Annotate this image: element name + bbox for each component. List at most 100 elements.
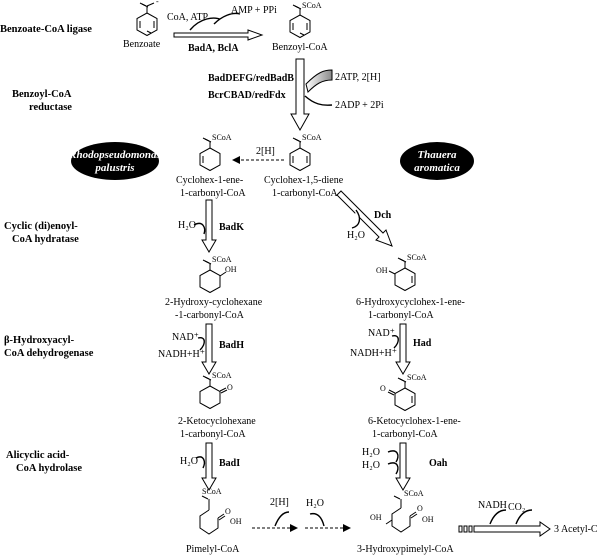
cofactor-h2o: H₂O <box>178 220 196 231</box>
cofactor-2h: 2[H] <box>256 146 275 157</box>
enzyme-oah: Oah <box>429 458 448 469</box>
cofactor-2h: 2[H] <box>270 497 289 508</box>
cofactor-h2o: H₂O <box>306 498 324 509</box>
organism-name-line2: aromatica <box>414 162 460 174</box>
compound-keto-left-line1: 2-Ketocyclohexane <box>178 416 256 427</box>
compound-hydroxy-left-line1: 2-Hydroxy-cyclohexane <box>165 297 263 308</box>
substituent-oh: OH <box>422 515 434 524</box>
keto-right-structure: SCoA O <box>380 373 427 412</box>
substituent-o: O <box>227 383 233 392</box>
enzyme-badi: BadI <box>219 458 240 469</box>
substituent-scoa: SCoA <box>404 489 424 498</box>
hydroxypimelyl-structure: SCoA OH O OH <box>370 489 434 533</box>
cofactor-nad: NAD⁺ <box>172 332 199 343</box>
enzyme-bada-bcla: BadA, BclA <box>188 43 239 54</box>
organism-badge-rhodopseudomonas: Rhodopseudomonas palustris <box>68 142 161 180</box>
hydroxy-right-structure: SCoA OH <box>376 253 427 292</box>
hydroxy-left-structure: SCoA OH <box>199 255 237 294</box>
compound-benzoyl-coa: Benzoyl-CoA <box>272 42 328 53</box>
cofactor-h2o: H₂O <box>362 447 380 458</box>
compound-cyclohexene-line2: 1-carbonyl-CoA <box>180 188 246 199</box>
enzyme-badh: BadH <box>219 340 244 351</box>
cofactor-nadh: NADH+H⁺ <box>350 348 397 359</box>
cofactor-co2: CO₂ <box>508 502 525 513</box>
compound-cyclohexadiene-line2: 1-carbonyl-CoA <box>272 188 338 199</box>
step-label-dehydrogenase-line2: CoA dehydrogenase <box>4 348 94 359</box>
dashed-arrow-2h <box>252 511 298 532</box>
cofactor-coa-atp: CoA, ATP <box>167 12 209 23</box>
cofactor-h2o: H₂O <box>362 460 380 471</box>
step-label-hydrolase-line1: Alicyclic acid- <box>6 450 70 461</box>
organism-badge-thauera: Thauera aromatica <box>400 142 474 180</box>
pimelyl-structure: SCoA O OH <box>199 487 242 535</box>
compound-hydroxy-right-line1: 6-Hydroxycyclohex-1-ene- <box>356 297 465 308</box>
carboxylate-charge: - <box>156 0 159 6</box>
dch-arrow <box>336 190 393 247</box>
substituent-scoa: SCoA <box>407 253 427 262</box>
badk-arrow <box>193 199 217 253</box>
compound-keto-right-line2: 1-carbonyl-CoA <box>372 429 438 440</box>
substituent-o: O <box>380 384 386 393</box>
organism-name-line1: Thauera <box>417 149 457 161</box>
substituent-oh: OH <box>376 266 388 275</box>
keto-left-structure: SCoA O <box>199 371 233 410</box>
compound-cyclohexadiene-line1: Cyclohex-1,5-diene <box>264 175 344 186</box>
substituent-o: O <box>225 507 231 516</box>
organism-name-line1: Rhodopseudomonas <box>68 149 161 161</box>
cofactor-nad: NAD⁺ <box>368 328 395 339</box>
substituent-o: O <box>417 504 423 513</box>
compound-hydroxy-left-line2: -1-carbonyl-CoA <box>175 310 245 321</box>
badh-arrow <box>197 323 217 375</box>
cofactor-amp-ppi: AMP + PPi <box>231 5 277 16</box>
substituent-scoa: SCoA <box>212 133 232 142</box>
cofactor-h2o: H₂O <box>180 456 198 467</box>
had-arrow <box>391 323 411 375</box>
dashed-arrow-h2o <box>305 512 351 532</box>
step-label-hydratase-line2: CoA hydratase <box>12 234 79 245</box>
substituent-scoa: SCoA <box>212 255 232 264</box>
ligase-arrow <box>173 12 264 41</box>
benzoate-structure: - <box>136 0 159 37</box>
cyclohexadiene-structure: SCoA <box>289 133 322 172</box>
substituent-scoa: SCoA <box>302 133 322 142</box>
enzyme-dch: Dch <box>374 210 392 221</box>
enzyme-had: Had <box>413 338 432 349</box>
step-label-reductase-line2: reductase <box>29 102 72 113</box>
compound-keto-left-line2: 1-carbonyl-CoA <box>180 429 246 440</box>
cofactor-nadh: NADH <box>478 500 507 511</box>
step-label-ligase: Benzoate-CoA ligase <box>0 24 92 35</box>
benzoyl-coa-structure: SCoA <box>289 1 322 39</box>
step-label-reductase-line1: Benzoyl-CoA <box>12 89 72 100</box>
compound-acetyl-coa: 3 Acetyl-CoA <box>554 524 598 535</box>
step-label-hydrolase-line2: CoA hydrolase <box>16 463 82 474</box>
compound-benzoate: Benzoate <box>123 39 161 50</box>
step-label-hydratase-line1: Cyclic (di)enoyl- <box>4 221 78 232</box>
cyclohexene-structure: SCoA <box>199 133 232 172</box>
reduction-dashed-arrow <box>232 156 284 164</box>
substituent-scoa: SCoA <box>302 1 322 10</box>
compound-keto-right-line1: 6-Ketocyclohex-1-ene- <box>368 416 461 427</box>
substituent-oh: OH <box>225 265 237 274</box>
organism-name-line2: palustris <box>94 162 134 174</box>
substituent-scoa: SCoA <box>202 487 222 496</box>
compound-cyclohexene-line1: Cyclohex-1-ene- <box>176 175 243 186</box>
reductase-arrow <box>290 58 333 132</box>
enzyme-bcrcbad: BcrCBAD/redFdx <box>208 90 286 101</box>
cofactor-2adp-2pi: 2ADP + 2Pi <box>335 100 384 111</box>
cofactor-nadh: NADH+H⁺ <box>158 349 205 360</box>
compound-hydroxy-right-line2: 1-carbonyl-CoA <box>368 310 434 321</box>
substituent-oh: OH <box>230 517 242 526</box>
compound-pimelyl-coa: Pimelyl-CoA <box>186 544 240 555</box>
substituent-scoa: SCoA <box>407 373 427 382</box>
cofactor-2atp-2h: 2ATP, 2[H] <box>335 72 381 83</box>
compound-hydroxypimelyl-coa: 3-Hydroxypimelyl-CoA <box>357 544 454 555</box>
step-label-dehydrogenase-line1: β-Hydroxyacyl- <box>4 335 75 346</box>
cofactor-h2o: H₂O <box>347 230 365 241</box>
badi-arrow <box>195 442 217 491</box>
substituent-scoa: SCoA <box>212 371 232 380</box>
enzyme-badk: BadK <box>219 222 244 233</box>
oah-arrow <box>387 442 411 491</box>
enzyme-baddefg: BadDEFG/redBadB <box>208 73 294 84</box>
beta-oxidation-arrow <box>458 509 551 537</box>
